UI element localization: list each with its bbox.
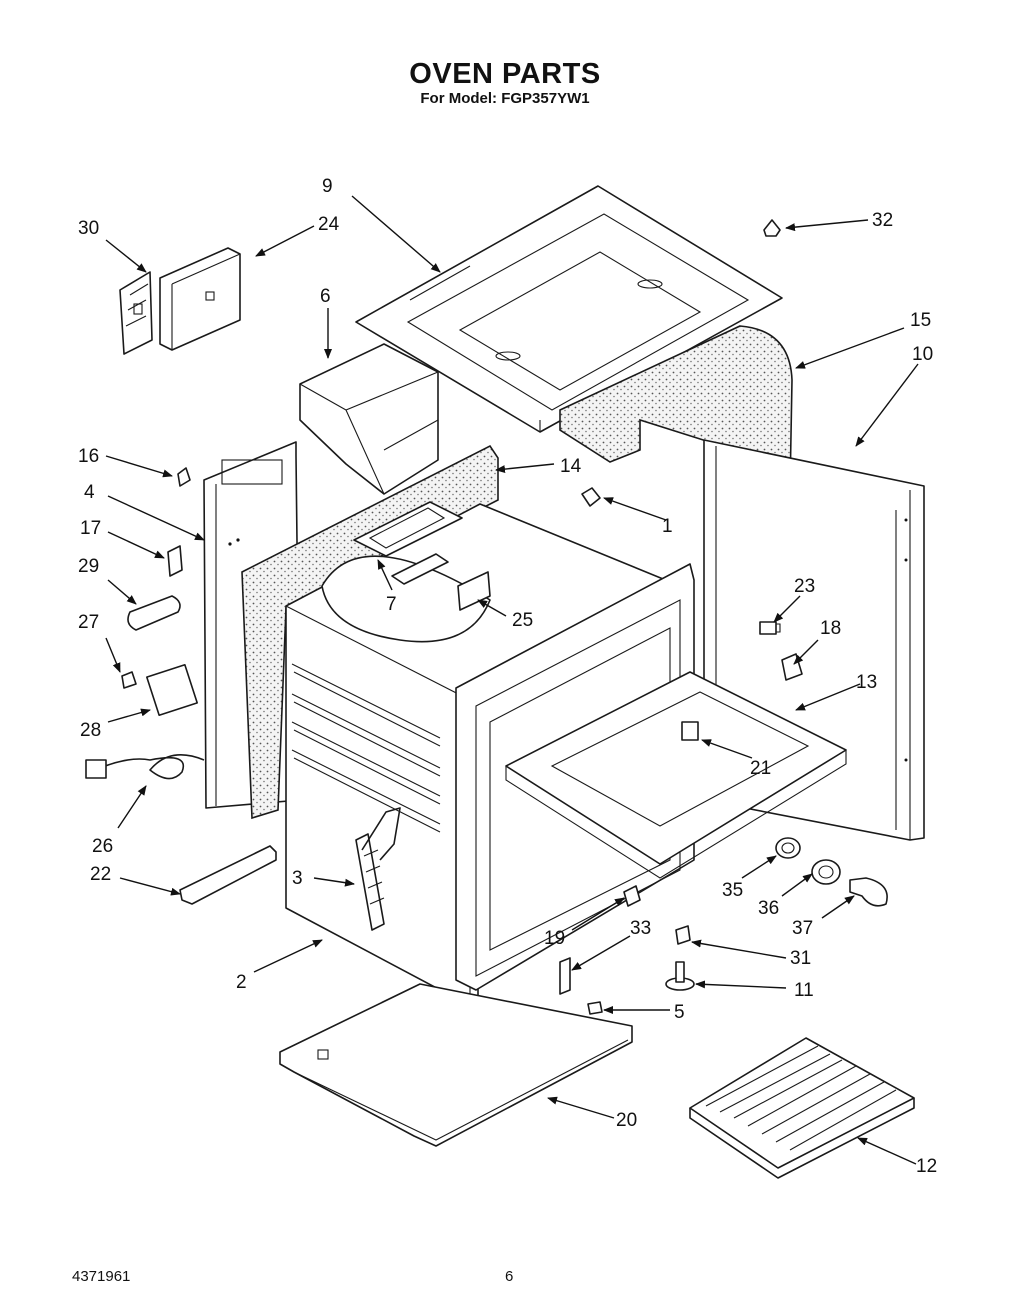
part-19-clip [623, 885, 641, 907]
part-6-vent-duct [299, 343, 439, 495]
callout-11: 11 [794, 980, 814, 1001]
callout-31: 31 [790, 948, 811, 969]
part-27-clip [121, 671, 137, 689]
part-25-label [457, 571, 491, 611]
callout-6: 6 [320, 286, 331, 307]
part-36-socket [811, 859, 841, 885]
callout-37: 37 [792, 918, 813, 939]
callout-19: 19 [544, 928, 565, 949]
callout-29: 29 [78, 556, 99, 577]
callout-15: 15 [910, 310, 931, 331]
part-16-clip [177, 467, 191, 487]
part-9-top-frame [355, 185, 783, 433]
part-31-clip [675, 925, 691, 945]
callout-22: 22 [90, 864, 111, 885]
part-20-bottom-plate [279, 983, 633, 1147]
part-30-bracket [119, 271, 153, 355]
callout-33: 33 [630, 918, 651, 939]
page-title: OVEN PARTS [409, 58, 601, 90]
part-22-rail [179, 845, 277, 905]
callout-17: 17 [80, 518, 101, 539]
part-5-screw [587, 1001, 603, 1015]
part-1-clip [581, 487, 601, 507]
part-32-clip [763, 219, 781, 237]
part-7-vent-plate [353, 501, 463, 585]
callout-5: 5 [674, 1002, 685, 1023]
page-number: 6 [505, 1268, 514, 1285]
callout-26: 26 [92, 836, 113, 857]
part-12-oven-rack [689, 1037, 915, 1179]
callout-23: 23 [794, 576, 815, 597]
part-11-leveling-leg [665, 961, 695, 991]
part-37-bulb [849, 877, 888, 907]
part-33-bracket [559, 957, 571, 995]
callout-14: 14 [560, 456, 582, 477]
part-3-hinge [355, 807, 401, 931]
callout-25: 25 [512, 610, 533, 631]
callout-18: 18 [820, 618, 841, 639]
part-24-panel [159, 247, 241, 351]
callout-labels: 30 24 9 32 6 15 10 16 14 4 1 17 7 29 25 … [78, 176, 937, 1177]
callout-12: 12 [916, 1156, 937, 1177]
part-21-broil-pan [505, 671, 847, 879]
callout-2: 2 [236, 972, 247, 993]
callout-24: 24 [318, 214, 340, 235]
callout-21: 21 [750, 758, 771, 779]
part-23-screw [759, 621, 781, 635]
callout-13: 13 [856, 672, 877, 693]
document-number: 4371961 [72, 1268, 131, 1285]
callout-20: 20 [616, 1110, 637, 1131]
callout-4: 4 [84, 482, 95, 503]
callout-10: 10 [912, 344, 933, 365]
callout-1: 1 [662, 516, 673, 537]
callout-35: 35 [722, 880, 743, 901]
model-subtitle: For Model: FGP357YW1 [420, 90, 590, 107]
callout-16: 16 [78, 446, 99, 467]
part-17-bracket [167, 545, 183, 577]
callout-32: 32 [872, 210, 893, 231]
part-26-wire-harness [85, 754, 205, 780]
callout-9: 9 [322, 176, 333, 197]
callout-30: 30 [78, 218, 99, 239]
part-35-knob [775, 837, 801, 859]
callout-28: 28 [80, 720, 101, 741]
part-29-cover [127, 595, 181, 631]
leader-arrows [105, 195, 919, 1165]
part-28-pad [145, 663, 199, 717]
callout-27: 27 [78, 612, 99, 633]
callout-7: 7 [386, 594, 397, 615]
callout-36: 36 [758, 898, 779, 919]
callout-3: 3 [292, 868, 303, 889]
